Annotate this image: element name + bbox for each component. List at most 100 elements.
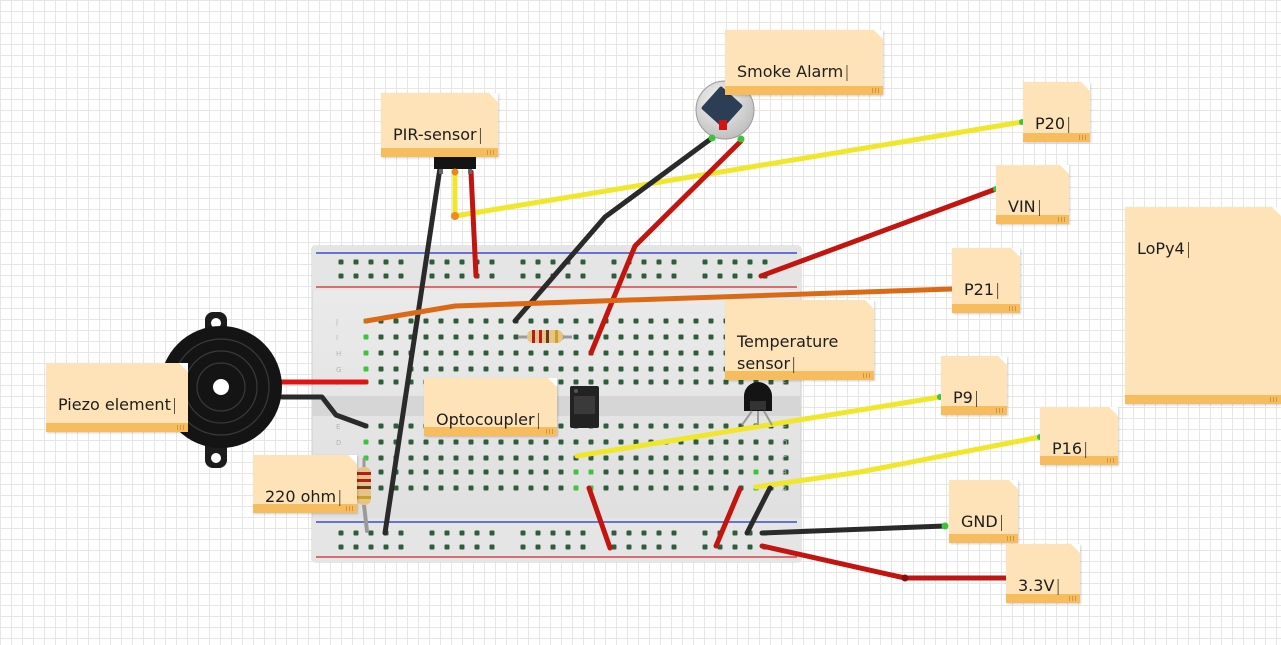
breadboard-hole <box>663 350 669 356</box>
note-220-ohm[interactable]: 220 ohm <box>253 455 357 513</box>
breadboard-hole <box>498 455 504 461</box>
breadboard-hole <box>573 469 579 475</box>
note-piezo-element-text: Piezo element <box>58 395 177 414</box>
note-vin[interactable]: VIN <box>996 165 1069 224</box>
breadboard-hole <box>429 530 435 536</box>
breadboard-hole <box>383 544 389 550</box>
temperature-sensor[interactable] <box>741 382 773 426</box>
wire-buzzer-black[interactable] <box>279 394 369 429</box>
note-3v3[interactable]: 3.3V <box>1006 544 1080 603</box>
note-pir-sensor-text: PIR-sensor <box>393 125 483 144</box>
breadboard-hole <box>363 350 369 356</box>
wire-smoke-black[interactable] <box>512 135 715 324</box>
pir-sensor-icon <box>434 157 476 169</box>
breadboard-hole <box>693 318 699 324</box>
buzzer-ring <box>196 362 246 412</box>
breadboard-hole <box>453 455 459 461</box>
wire-end <box>941 522 949 530</box>
breadboard-hole <box>618 469 624 475</box>
breadboard-hole <box>429 544 435 550</box>
wire-vin-red[interactable] <box>758 186 999 279</box>
breadboard-hole <box>378 423 384 429</box>
breadboard-hole <box>408 485 414 491</box>
resistor-top[interactable] <box>518 330 572 343</box>
note-p20-text: P20 <box>1035 114 1071 133</box>
resistor-band <box>357 479 371 482</box>
breadboard-hole <box>363 366 369 372</box>
note-p9[interactable]: P9 <box>941 356 1007 415</box>
breadboard-hole <box>671 530 677 536</box>
wire-smoke-red[interactable] <box>588 138 744 356</box>
note-lopy4[interactable]: LoPy4 <box>1125 207 1281 404</box>
note-piezo-element[interactable]: Piezo element <box>46 363 188 432</box>
optocoupler-chip[interactable] <box>570 386 599 428</box>
breadboard-hole <box>565 273 571 279</box>
resistor-220-ohm[interactable] <box>357 458 371 508</box>
breadboard-hole <box>483 469 489 475</box>
breadboard-hole <box>558 423 564 429</box>
breadboard-hole <box>693 366 699 372</box>
breadboard-hole <box>663 318 669 324</box>
breadboard-hole <box>580 259 586 265</box>
breadboard-hole <box>588 455 594 461</box>
wire-temp-red[interactable] <box>713 486 743 549</box>
breadboard-hole <box>398 544 404 550</box>
breadboard-hole <box>378 334 384 340</box>
breadboard-hole <box>429 259 435 265</box>
buzzer-mount-hole <box>211 453 221 463</box>
wire-bend-point <box>901 574 909 582</box>
chip-label-area <box>574 396 595 414</box>
breadboard-hole <box>588 318 594 324</box>
pir-sensor[interactable] <box>434 157 476 176</box>
breadboard-hole <box>732 544 738 550</box>
breadboard-hole <box>498 485 504 491</box>
breadboard-hole <box>393 318 399 324</box>
breadboard-hole <box>444 259 450 265</box>
wire-p16-yellow[interactable] <box>753 434 1043 490</box>
breadboard-hole <box>618 439 624 445</box>
wire-resistor-grey[interactable] <box>362 503 369 533</box>
note-p21[interactable]: P21 <box>952 248 1020 313</box>
breadboard-hole <box>603 379 609 385</box>
wire-opto-red[interactable] <box>586 485 613 551</box>
breadboard-hole <box>453 439 459 445</box>
breadboard-hole <box>468 439 474 445</box>
breadboard-hole <box>474 530 480 536</box>
breadboard-hole <box>378 379 384 385</box>
breadboard-hole <box>528 455 534 461</box>
resistor-icon <box>527 330 563 343</box>
wire-pir-vcc-red[interactable] <box>468 169 479 279</box>
breadboard-hole <box>520 530 526 536</box>
breadboard-hole <box>708 423 714 429</box>
note-temperature-sensor[interactable]: Temperature sensor <box>725 300 874 380</box>
breadboard-hole <box>768 455 774 461</box>
wire-temp-black[interactable] <box>744 485 773 536</box>
note-smoke-alarm[interactable]: Smoke Alarm <box>725 30 883 95</box>
breadboard-hole <box>468 485 474 491</box>
breadboard-hole <box>693 350 699 356</box>
breadboard-hole <box>648 379 654 385</box>
note-pir-sensor[interactable]: PIR-sensor <box>381 93 498 157</box>
wire-pir-gnd-black[interactable] <box>382 165 443 536</box>
wire-p9-yellow[interactable] <box>574 394 943 459</box>
note-optocoupler[interactable]: Optocoupler <box>424 378 557 436</box>
breadboard-row-letter: J <box>335 318 338 326</box>
pir-pin-dot <box>451 168 459 176</box>
breadboard-hole <box>338 273 344 279</box>
note-gnd[interactable]: GND <box>949 480 1018 543</box>
wire-gnd-black[interactable] <box>759 523 948 536</box>
piezo-buzzer[interactable] <box>160 312 282 468</box>
breadboard-hole <box>468 334 474 340</box>
breadboard-hole <box>603 423 609 429</box>
wire-p21-orange[interactable] <box>363 286 955 324</box>
note-220-ohm-text: 220 ohm <box>265 487 343 506</box>
note-p20[interactable]: P20 <box>1023 82 1090 142</box>
breadboard-hole <box>338 259 344 265</box>
breadboard-hole <box>723 469 729 475</box>
breadboard-hole <box>618 318 624 324</box>
breadboard-hole <box>580 544 586 550</box>
note-p16[interactable]: P16 <box>1040 407 1118 465</box>
breadboard-hole <box>738 455 744 461</box>
breadboard-hole <box>663 469 669 475</box>
breadboard-hole <box>408 455 414 461</box>
